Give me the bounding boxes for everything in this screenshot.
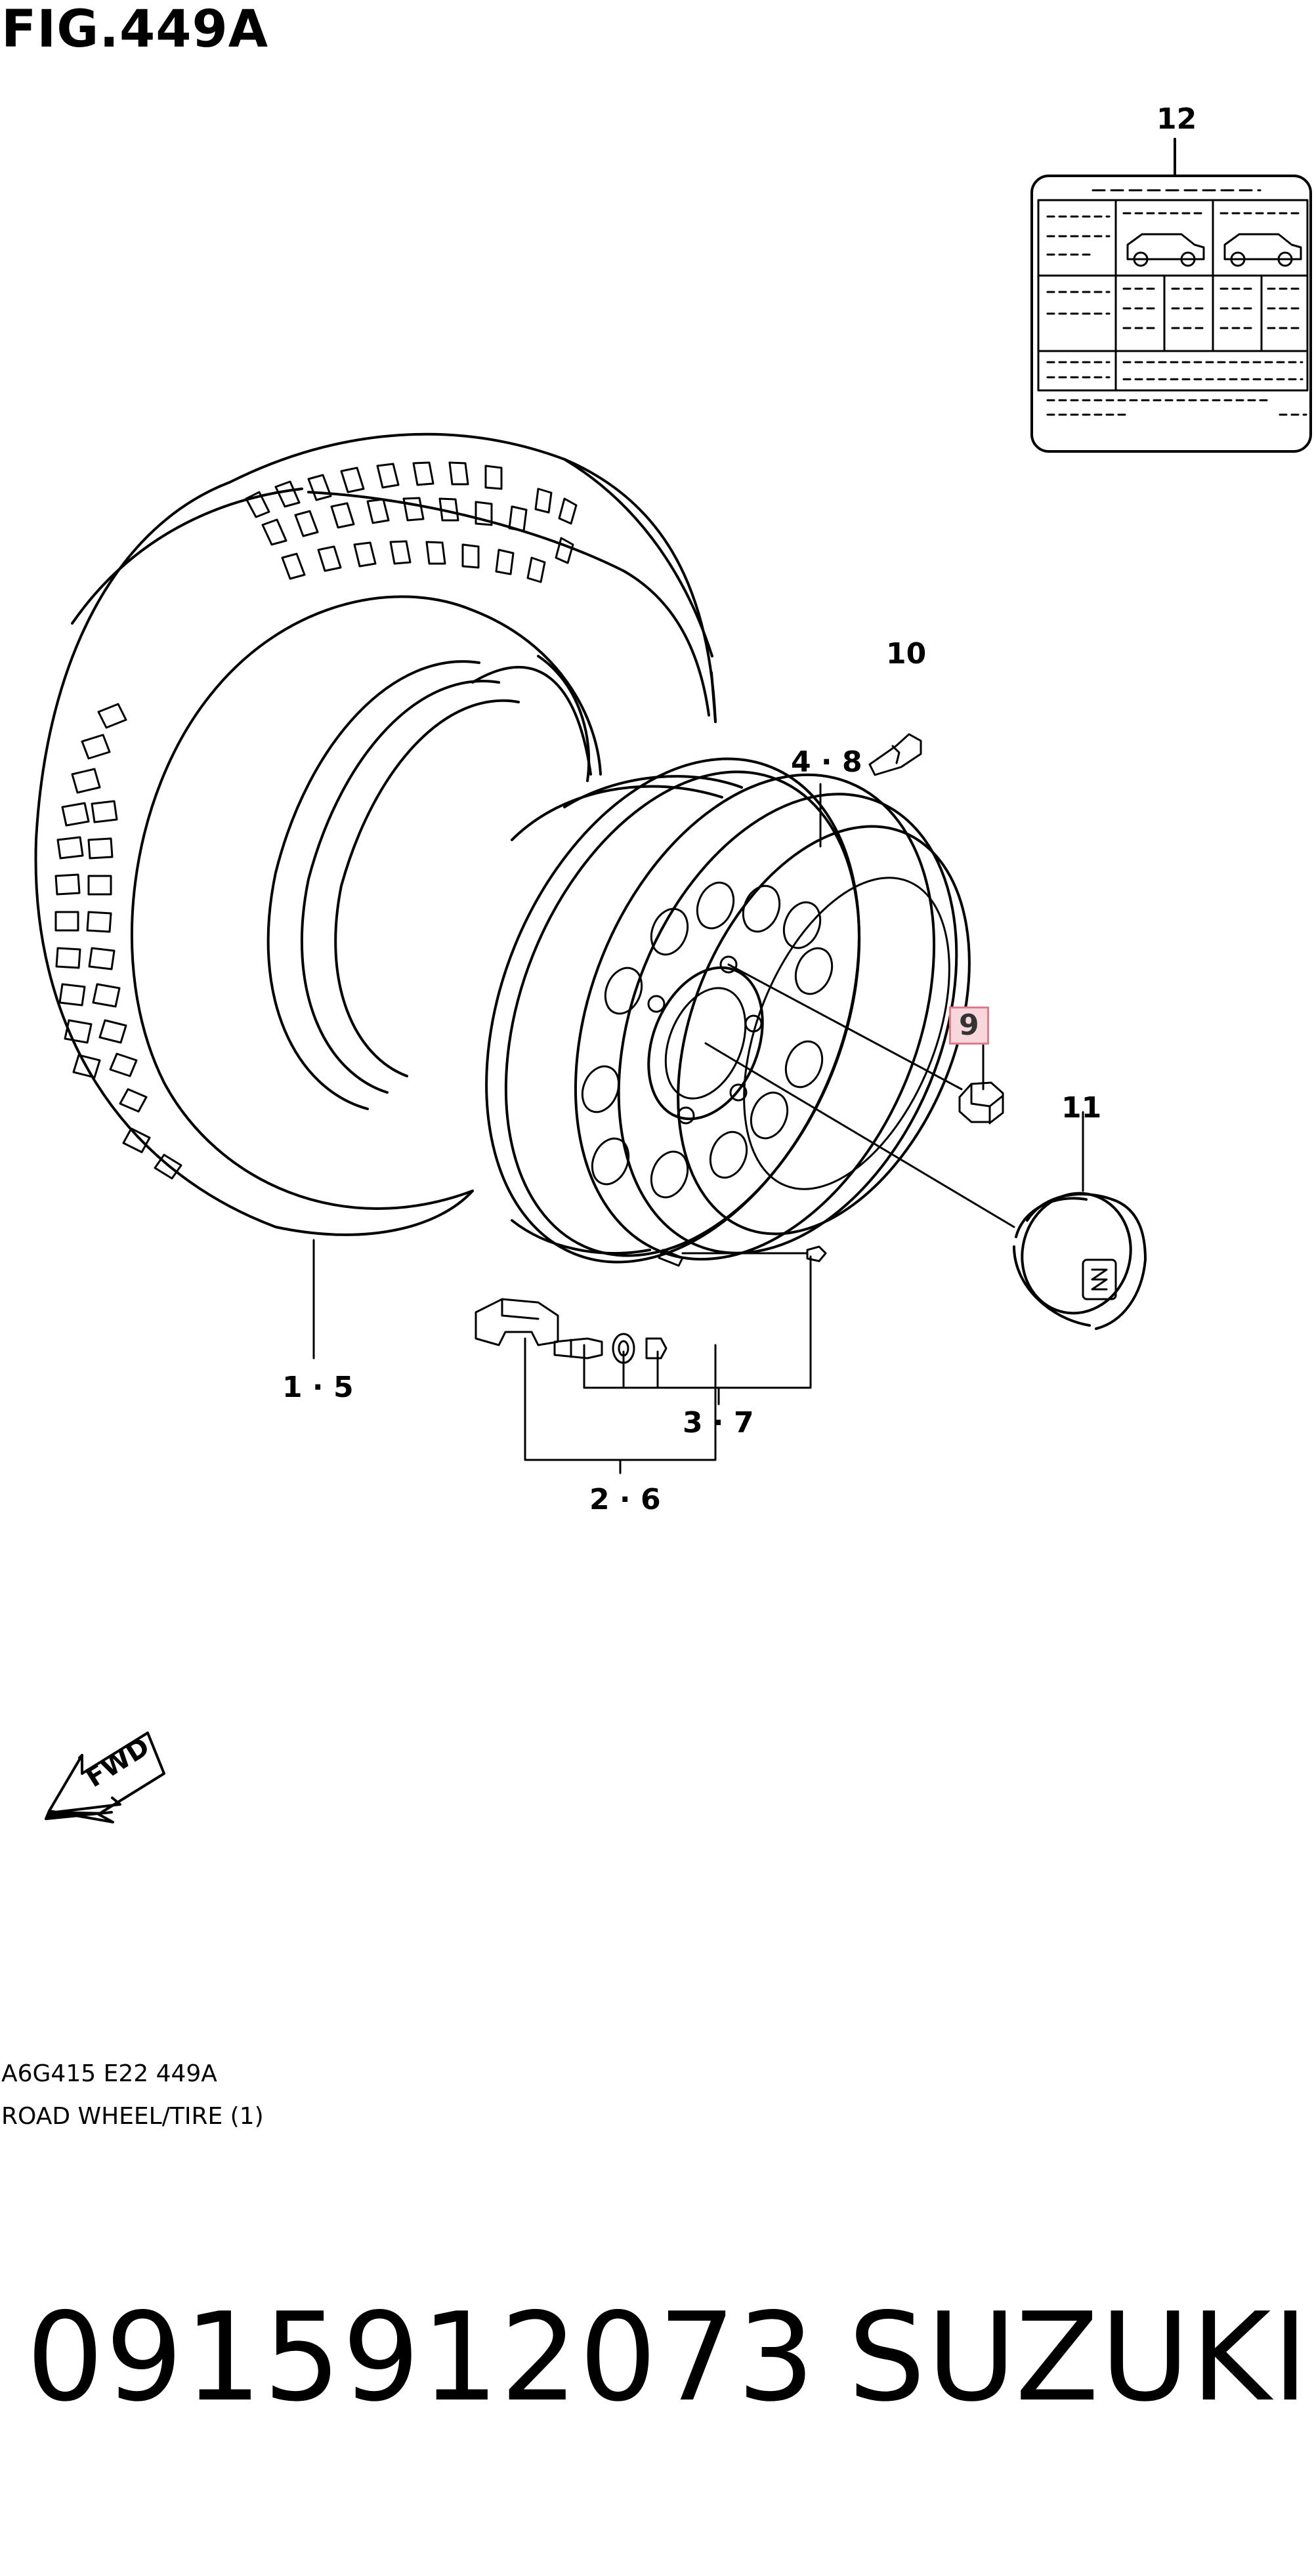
callout-10[interactable]: 10: [886, 637, 927, 671]
callout-4-8[interactable]: 4 · 8: [791, 745, 862, 779]
part-number: 0915912073: [26, 2286, 816, 2428]
valve-stem[interactable]: [553, 1333, 668, 1364]
wheel-rim[interactable]: [416, 703, 1025, 1318]
fwd-arrow-icon: FWD: [45, 1732, 165, 1823]
callout-2-6[interactable]: 2 · 6: [589, 1483, 661, 1516]
callout-12[interactable]: 12: [1156, 102, 1197, 136]
callout-1-5[interactable]: 1 · 5: [282, 1371, 354, 1404]
leader-lines: [312, 783, 1084, 1474]
figure-code: A6G415 E22 449A: [1, 2060, 217, 2087]
figure-title: FIG.449A: [1, 0, 269, 59]
wheel-nut[interactable]: [958, 1081, 1004, 1125]
valve-cap[interactable]: [806, 1245, 827, 1262]
tpms-sensor[interactable]: [475, 1298, 559, 1346]
callout-11[interactable]: 11: [1061, 1091, 1102, 1125]
callout-3-7[interactable]: 3 · 7: [683, 1406, 754, 1440]
tire-placard[interactable]: [1030, 138, 1312, 453]
balance-weight[interactable]: [868, 733, 922, 776]
callout-9[interactable]: 9: [949, 1007, 989, 1045]
brand-name: SUZUKI: [848, 2286, 1310, 2428]
center-cap[interactable]: [1009, 1181, 1147, 1330]
figure-caption: ROAD WHEEL/TIRE (1): [1, 2103, 264, 2130]
tire[interactable]: [34, 432, 717, 1236]
